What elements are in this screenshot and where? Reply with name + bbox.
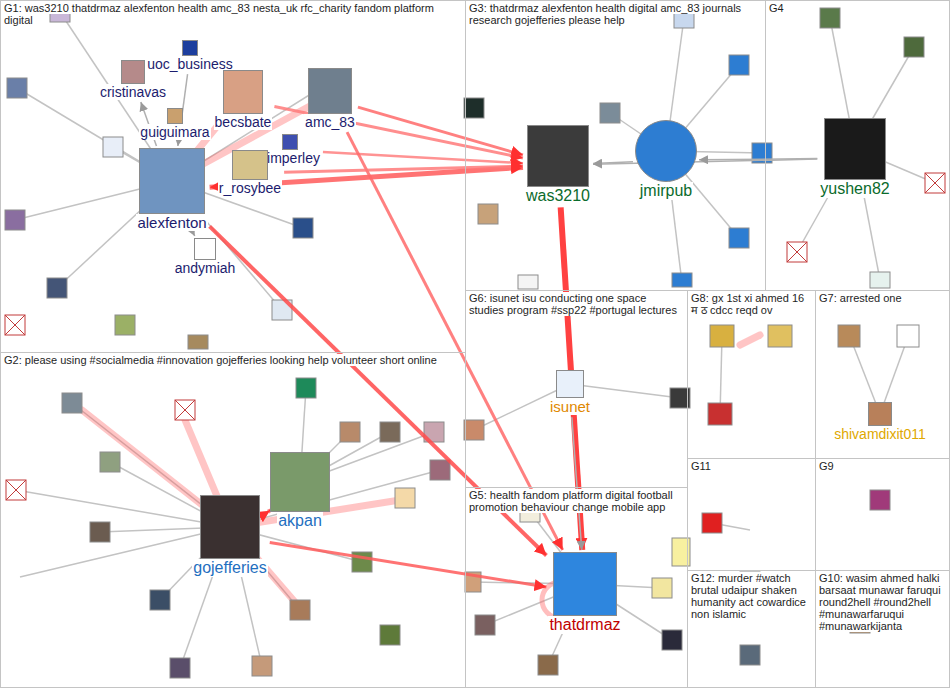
vertex-node: uoc_business <box>146 40 234 72</box>
avatar-icon <box>223 70 263 114</box>
group-heading: G3: thatdrmaz alexfenton health digital … <box>469 2 741 26</box>
group-panel: G2: please using #socialmedia #innovatio… <box>0 352 466 688</box>
vertex-label: r_rosybee <box>218 180 282 196</box>
group-panel: G1: was3210 thatdrmaz alexfenton health … <box>0 0 466 353</box>
vertex-node: andymiah <box>174 238 237 276</box>
vertex-node: amc_83 <box>304 68 356 130</box>
vertex-label: itimperley <box>259 150 321 166</box>
avatar-icon <box>556 370 584 398</box>
edge-arrow <box>270 543 547 587</box>
vertex-label: jmirpub <box>639 182 693 200</box>
vertex-node: shivamdixit011 <box>833 402 927 442</box>
avatar-icon <box>167 108 183 124</box>
edge-arrow <box>358 107 523 155</box>
vertex-label: cristinavas <box>99 84 167 100</box>
avatar-icon <box>635 120 697 182</box>
group-panel: G3: thatdrmaz alexfenton health digital … <box>465 0 766 291</box>
vertex-label: yushen82 <box>819 180 890 198</box>
group-panel: G5: health fandom platform digital footb… <box>465 487 688 688</box>
avatar-icon <box>270 452 330 512</box>
vertex-label: akpan <box>277 512 323 530</box>
vertex-node: jmirpub <box>635 120 697 200</box>
vertex-label: alexfenton <box>136 214 207 231</box>
avatar-icon <box>868 402 892 426</box>
group-heading: G5: health fandom platform digital footb… <box>469 489 673 513</box>
vertex-node: yushen82 <box>819 118 890 198</box>
group-heading: G7: arrested one <box>819 292 902 304</box>
group-panel: G9 <box>815 458 950 571</box>
vertex-node: cristinavas <box>99 60 167 100</box>
group-heading: G11 <box>691 460 711 472</box>
avatar-icon <box>139 148 205 214</box>
vertex-node: was3210 <box>525 125 591 205</box>
avatar-icon <box>527 125 589 187</box>
group-panel: G11 <box>687 458 816 571</box>
vertex-label: guiguimara <box>139 124 210 140</box>
group-panel: G8: gx 1st xi ahmed 16 म ठ cdcc reqd ov <box>687 290 816 459</box>
vertex-node: r_rosybee <box>218 150 282 196</box>
group-panel: G6: isunet isu conducting one space stud… <box>465 290 688 488</box>
vertex-label: uoc_business <box>146 56 234 72</box>
group-heading-box: G8: gx 1st xi ahmed 16 म ठ cdcc reqd ov <box>688 291 815 317</box>
vertex-node: becsbate <box>214 70 273 130</box>
vertex-label: isunet <box>549 398 591 415</box>
group-heading-box: G5: health fandom platform digital footb… <box>466 488 687 514</box>
vertex-node: gojefferies <box>192 495 268 577</box>
avatar-icon <box>232 150 268 180</box>
avatar-icon <box>121 60 145 84</box>
vertex-label: andymiah <box>174 260 237 276</box>
edge-arrow <box>284 166 523 172</box>
vertex-label: gojefferies <box>192 559 268 577</box>
avatar-icon <box>282 134 298 150</box>
group-panel: G10: wasim ahmed halki barsaat munawar f… <box>815 570 950 688</box>
vertex-node: guiguimara <box>139 108 210 140</box>
avatar-icon <box>182 40 198 56</box>
vertex-label: amc_83 <box>304 114 356 130</box>
edge-arrow <box>323 152 523 163</box>
group-heading: G9 <box>819 460 834 472</box>
group-heading: G1: was3210 thatdrmaz alexfenton health … <box>4 2 434 26</box>
avatar-icon <box>200 495 260 559</box>
avatar-icon <box>194 238 216 260</box>
group-panel: G7: arrested one shivamdixit011 <box>815 290 950 459</box>
vertex-node: alexfenton <box>136 148 207 231</box>
vertex-label: shivamdixit011 <box>833 426 927 442</box>
group-heading-box: G9 <box>816 459 949 473</box>
avatar-icon <box>553 552 617 616</box>
group-panel: G12: murder #watch brutal udaipur shaken… <box>687 570 816 688</box>
vertex-label: was3210 <box>525 187 591 205</box>
group-heading: G8: gx 1st xi ahmed 16 म ठ cdcc reqd ov <box>691 292 804 316</box>
group-heading-box: G11 <box>688 459 815 473</box>
group-heading-box: G12: murder #watch brutal udaipur shaken… <box>688 571 815 621</box>
group-heading: G4 <box>769 2 784 14</box>
edge-arrow <box>193 233 194 236</box>
vertex-label: becsbate <box>214 114 273 130</box>
vertex-node: akpan <box>270 452 330 530</box>
group-panel: G4 yushen82 <box>765 0 950 291</box>
group-heading-box: G10: wasim ahmed halki barsaat munawar f… <box>816 571 949 633</box>
vertex-node: isunet <box>549 370 591 415</box>
group-heading: G2: please using #socialmedia #innovatio… <box>4 354 437 366</box>
group-heading-box: G1: was3210 thatdrmaz alexfenton health … <box>1 1 465 27</box>
group-heading: G10: wasim ahmed halki barsaat munawar f… <box>819 572 941 632</box>
group-heading-box: G4 <box>766 1 949 15</box>
vertex-node: thatdrmaz <box>548 552 621 634</box>
edge-arrow <box>699 159 817 160</box>
vertex-node: itimperley <box>259 134 321 166</box>
group-heading-box: G7: arrested one <box>816 291 949 305</box>
group-heading-box: G6: isunet isu conducting one space stud… <box>466 291 687 317</box>
edge-arrow <box>572 417 582 550</box>
group-heading-box: G3: thatdrmaz alexfenton health digital … <box>466 1 765 27</box>
group-heading: G6: isunet isu conducting one space stud… <box>469 292 677 316</box>
edge-arrow <box>593 159 817 164</box>
group-heading: G12: murder #watch brutal udaipur shaken… <box>691 572 806 620</box>
avatar-icon <box>824 118 886 180</box>
avatar-icon <box>308 68 352 114</box>
vertex-label: thatdrmaz <box>548 616 621 634</box>
group-heading-box: G2: please using #socialmedia #innovatio… <box>1 353 465 367</box>
